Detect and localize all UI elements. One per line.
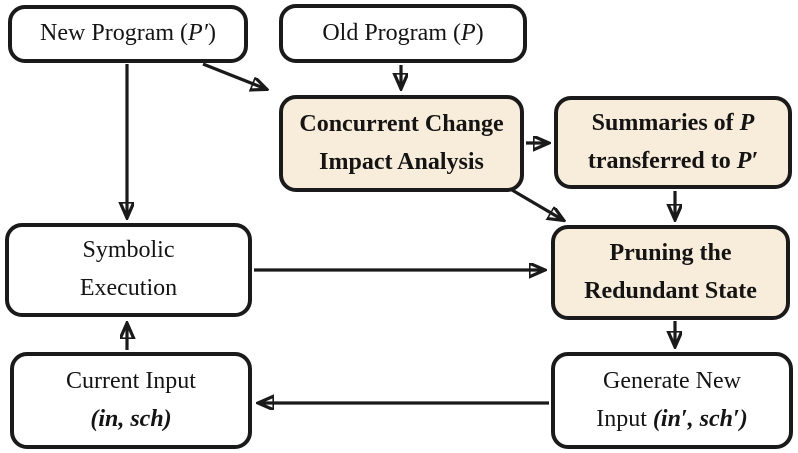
box-concurrent-line1: Concurrent Change xyxy=(299,110,504,137)
box-concurrent-change-impact-analysis: Concurrent Change Impact Analysis xyxy=(279,95,524,192)
box-pruning-redundant-state: Pruning the Redundant State xyxy=(551,225,790,320)
box-symbolic-execution: Symbolic Execution xyxy=(5,223,252,317)
arrow-new-program-to-concurrent xyxy=(202,62,266,89)
box-generate-line2: Input (in′, sch′) xyxy=(596,405,748,432)
box-generate-new-input: Generate New Input (in′, sch′) xyxy=(551,352,793,449)
box-current-input-line1: Current Input xyxy=(66,367,196,394)
box-old-program-label: Old Program (P) xyxy=(322,19,484,46)
box-current-input-line2: (in, sch) xyxy=(90,405,172,432)
box-symbolic-line1: Symbolic xyxy=(82,237,175,264)
box-current-input: Current Input (in, sch) xyxy=(10,352,252,449)
arrow-concurrent-to-pruning xyxy=(511,188,563,220)
box-pruning-line1: Pruning the xyxy=(609,239,732,266)
box-summaries: Summaries of P transferred to P′ xyxy=(554,96,792,189)
box-generate-line1: Generate New xyxy=(603,367,741,394)
box-summaries-line2: transferred to P′ xyxy=(587,147,759,174)
box-symbolic-line2: Execution xyxy=(79,275,178,301)
box-new-program: New Program (P′) xyxy=(8,5,248,63)
box-summaries-line1: Summaries of P xyxy=(591,109,755,136)
box-new-program-label: New Program (P′) xyxy=(40,20,216,47)
box-old-program: Old Program (P) xyxy=(279,4,527,63)
box-pruning-line2: Redundant State xyxy=(584,277,757,304)
box-concurrent-line2: Impact Analysis xyxy=(319,148,484,175)
